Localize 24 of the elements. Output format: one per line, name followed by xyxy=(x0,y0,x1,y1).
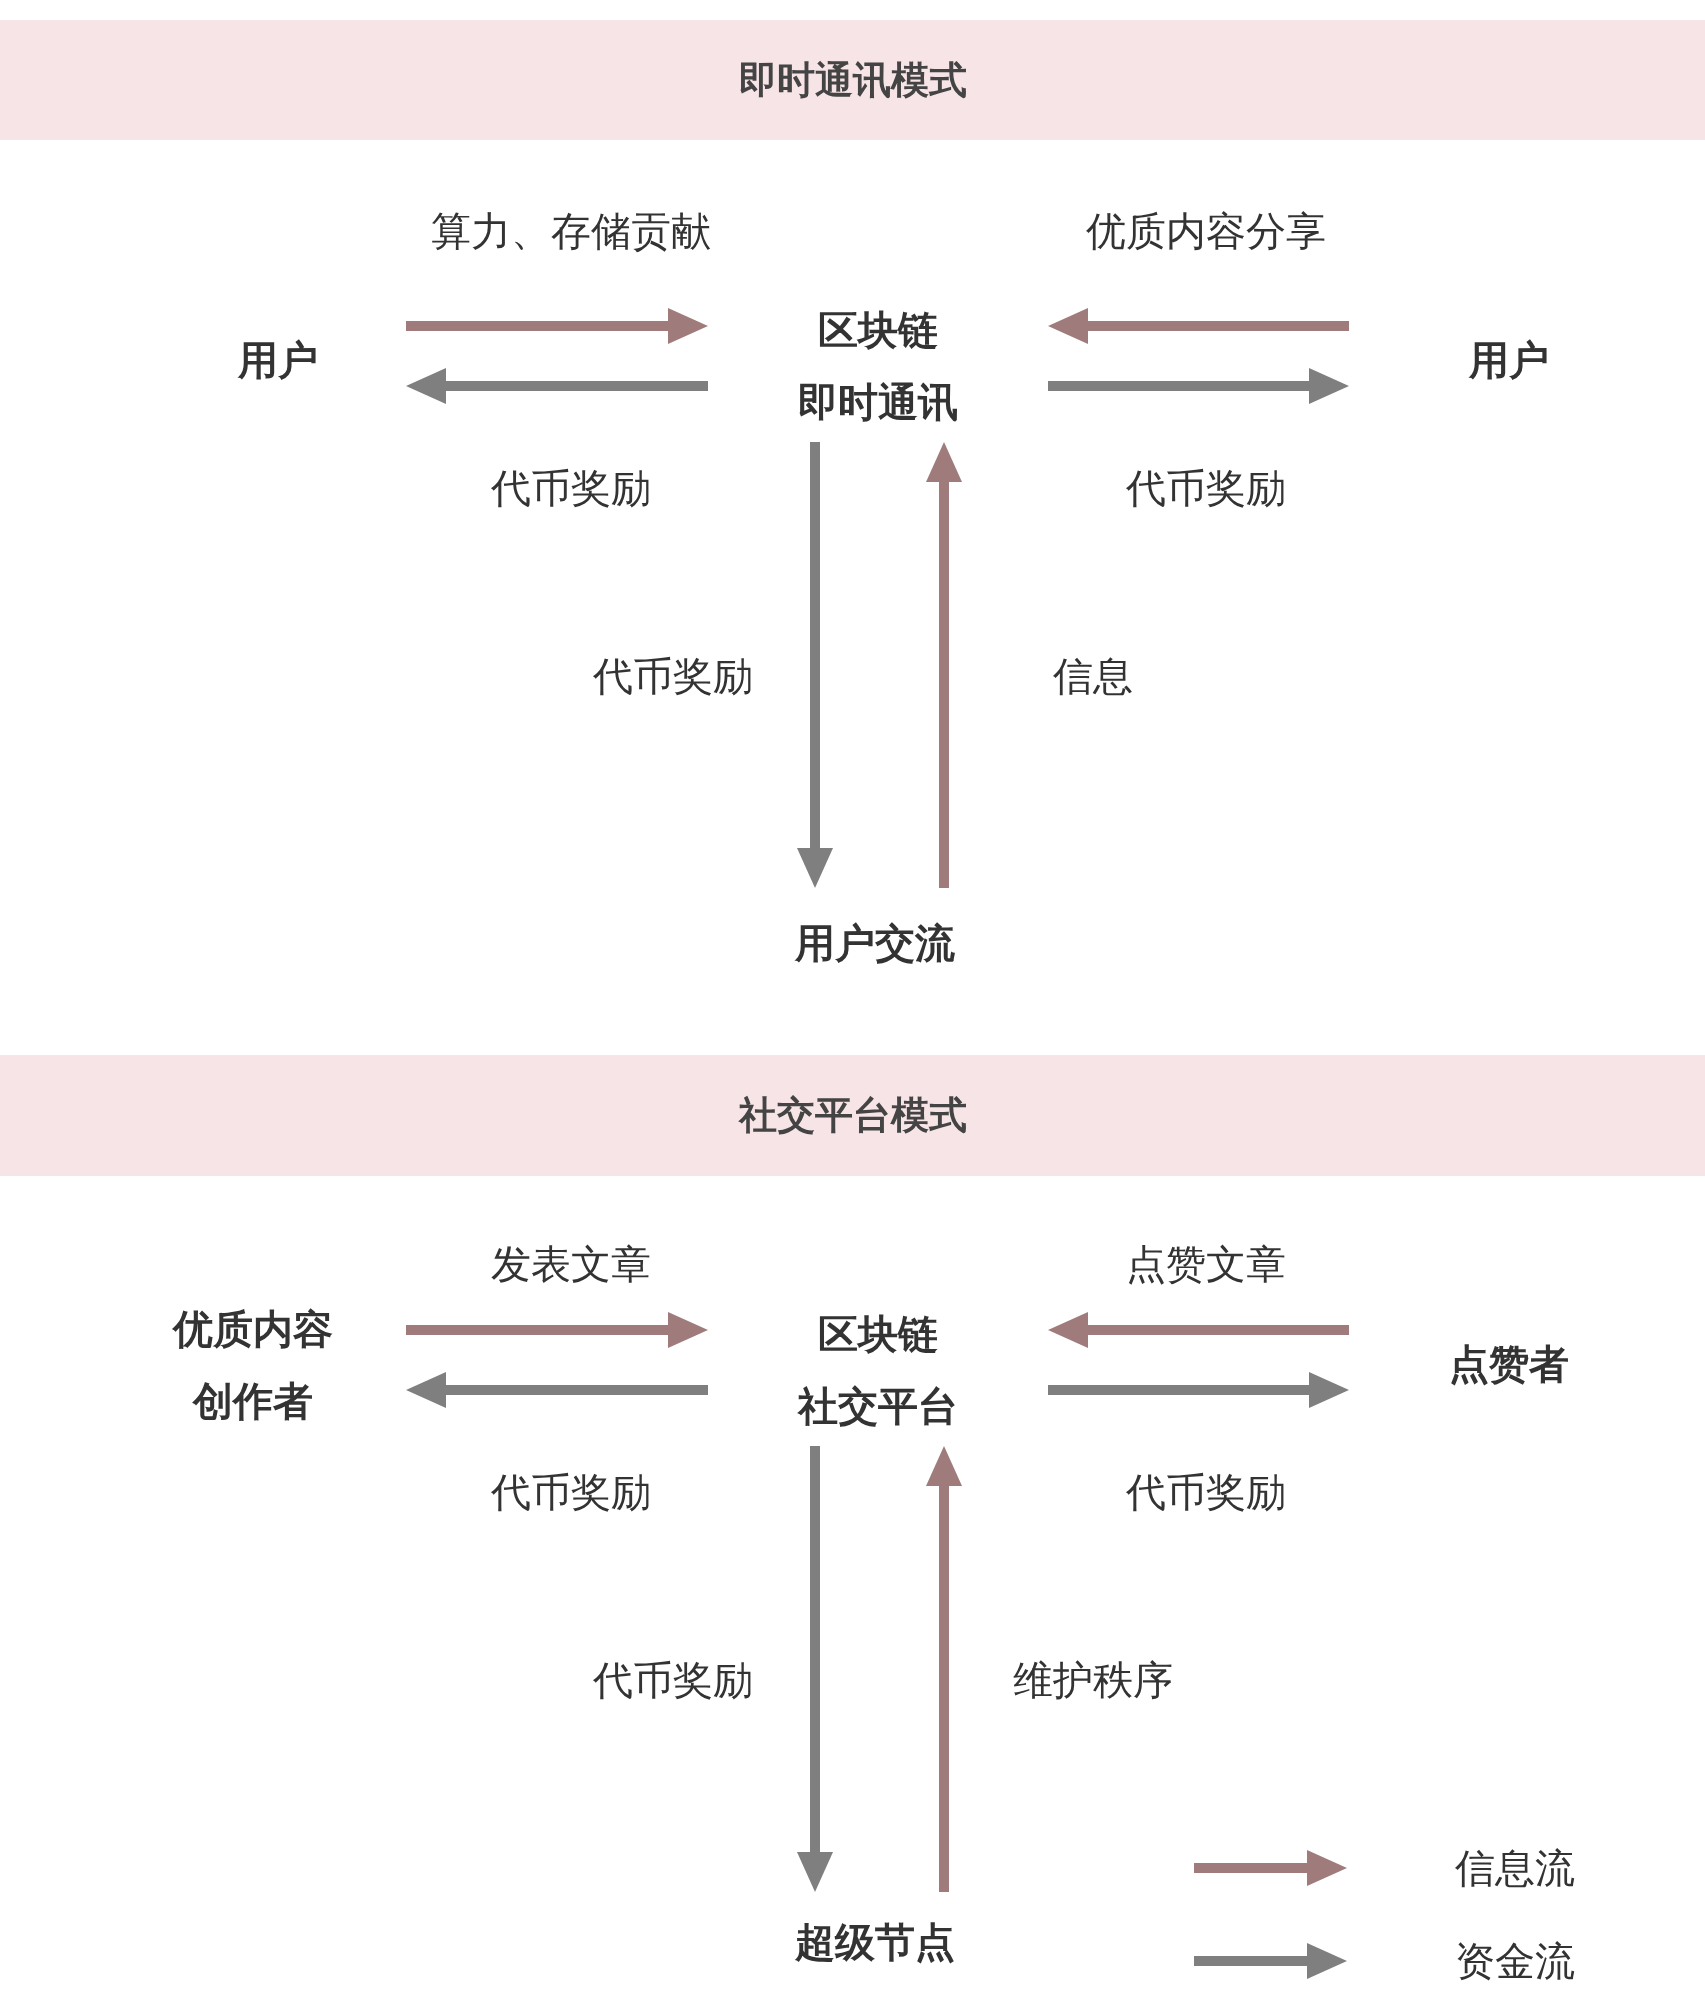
arrow xyxy=(926,1446,962,1892)
section-header-band xyxy=(0,20,1705,140)
arrow xyxy=(1048,308,1349,344)
node-label: 用户 xyxy=(1468,336,1550,385)
node-label: 用户交流 xyxy=(794,919,956,968)
arrow xyxy=(406,368,708,404)
arrow xyxy=(797,442,833,888)
arrow xyxy=(926,442,962,888)
node-label: 优质内容创作者 xyxy=(171,1305,334,1426)
arrow xyxy=(1048,368,1349,404)
node-label: 区块链社交平台 xyxy=(796,1310,959,1431)
section-header-band xyxy=(0,1055,1705,1176)
arrow xyxy=(406,308,708,344)
section-title: 即时通讯模式 xyxy=(738,56,967,104)
node-label: 区块链即时通讯 xyxy=(797,306,959,427)
node-label: 点赞者 xyxy=(1448,1340,1570,1389)
arrow xyxy=(797,1446,833,1892)
node-label: 用户 xyxy=(237,336,319,385)
arrow xyxy=(406,1372,708,1408)
arrow xyxy=(1048,1312,1349,1348)
section-title: 社交平台模式 xyxy=(738,1092,967,1140)
arrow xyxy=(1048,1372,1349,1408)
node-label: 超级节点 xyxy=(794,1918,956,1967)
arrow xyxy=(406,1312,708,1348)
